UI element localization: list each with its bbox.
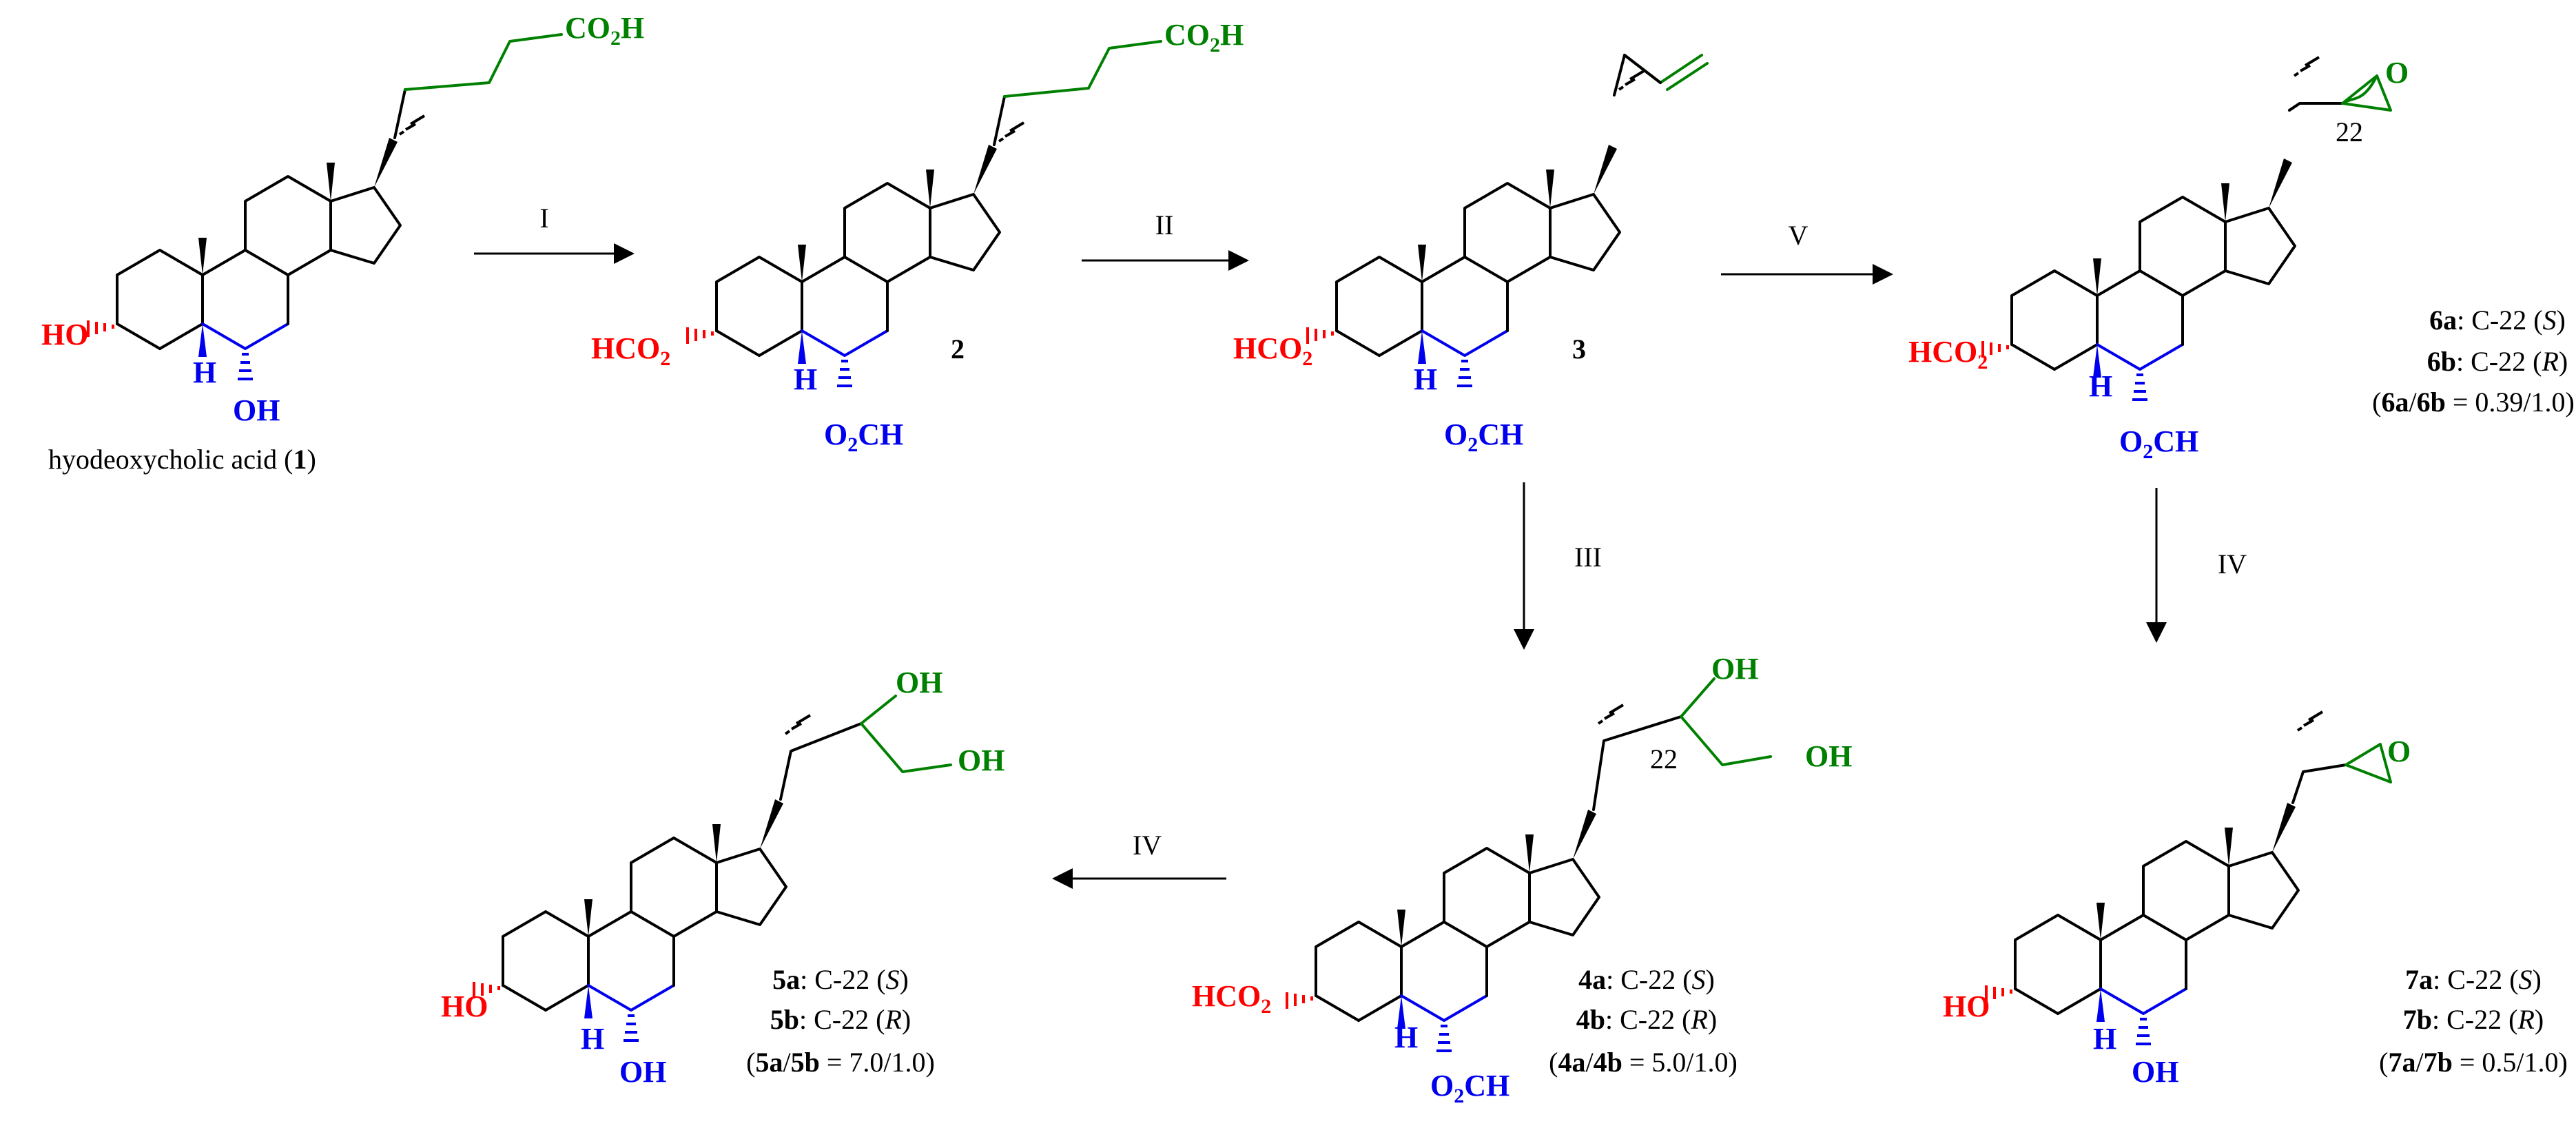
isomer-legend-7: 7a: C-22 (S) 7b: C-22 (R) (7a/7b = 0.5/1… [2379, 964, 2568, 1078]
epoxide-oxygen: O [2387, 735, 2411, 768]
c22-locant: 22 [2336, 116, 2363, 147]
c6-hydroxyl: OH [233, 393, 280, 427]
side-chain-1 [393, 33, 563, 139]
svg-text:III: III [1574, 542, 1602, 573]
molecule-6: 22 O HCO2 H O2CH 6a: C-22 (S) 6b: C-22 (… [1908, 56, 2575, 463]
svg-text:(4a/4b = 5.0/1.0): (4a/4b = 5.0/1.0) [1549, 1047, 1738, 1078]
molecule-5: OH OH HO H OH 5a: C-22 (S) 5b: C-22 (R) … [441, 666, 1004, 1089]
c6-formate: O2CH [1444, 418, 1523, 456]
svg-text:(6a/6b = 0.39/1.0): (6a/6b = 0.39/1.0) [2372, 387, 2575, 418]
molecule-4: 22 OH OH HCO2 H O2CH 4a: C-22 (S) 4b: C-… [1192, 652, 1852, 1107]
c22-locant: 22 [1650, 744, 1678, 775]
c22-hydroxyl: OH [1711, 652, 1758, 686]
svg-text:(7a/7b = 0.5/1.0): (7a/7b = 0.5/1.0) [2379, 1047, 2568, 1078]
compound-number-3: 3 [1572, 334, 1586, 365]
c6-formate: O2CH [1430, 1069, 1509, 1107]
c23-hydroxyl: OH [1805, 739, 1852, 773]
c5-hydrogen: H [794, 362, 817, 396]
arrow-step-3: III [1514, 482, 1602, 650]
arrow-step-4a: IV [2146, 488, 2247, 643]
arrow-step-4b: IV [1052, 830, 1226, 889]
c22-hydroxyl: OH [896, 666, 942, 699]
svg-text:7b: C-22 (R): 7b: C-22 (R) [2403, 1004, 2544, 1035]
svg-text:4a: C-22 (S): 4a: C-22 (S) [1578, 964, 1715, 995]
c5-hydrogen: H [2093, 1022, 2116, 1056]
epoxide-oxygen: O [2385, 56, 2409, 90]
c5-hydrogen: H [1394, 1021, 1418, 1054]
c5-hydrogen: H [193, 356, 216, 389]
svg-text:IV: IV [2218, 548, 2247, 580]
carboxylic-acid: CO2H [1164, 18, 1244, 57]
c6-formate: O2CH [824, 418, 903, 456]
svg-text:4b: C-22 (R): 4b: C-22 (R) [1576, 1004, 1717, 1035]
isomer-legend-6: 6a: C-22 (S) 6b: C-22 (R) (6a/6b = 0.39/… [2372, 305, 2575, 418]
svg-text:6b: C-22 (R): 6b: C-22 (R) [2427, 346, 2568, 377]
isomer-legend-5: 5a: C-22 (S) 5b: C-22 (R) (5a/5b = 7.0/1… [746, 964, 935, 1078]
isomer-legend-4: 4a: C-22 (S) 4b: C-22 (R) (4a/4b = 5.0/1… [1549, 964, 1738, 1078]
c5-hydrogen: H [1414, 362, 1437, 396]
molecule-3: HCO2 H O2CH 3 [1233, 54, 1709, 456]
c3-formate: HCO2 [1908, 335, 1988, 373]
carboxylic-acid: CO2H [565, 11, 644, 50]
svg-text:5a: C-22 (S): 5a: C-22 (S) [772, 964, 909, 995]
c3-hydroxyl: HO [1943, 989, 1990, 1023]
svg-text:IV: IV [1133, 830, 1162, 861]
arrow-step-1: I [474, 203, 635, 264]
c3-formate: HCO2 [591, 331, 670, 370]
c6-hydroxyl: OH [619, 1055, 666, 1089]
svg-text:(5a/5b = 7.0/1.0): (5a/5b = 7.0/1.0) [746, 1047, 935, 1078]
c6-hydroxyl: OH [2132, 1055, 2178, 1089]
compound-number-2: 2 [951, 334, 965, 365]
arrow-step-2: II [1082, 209, 1249, 271]
svg-text:V: V [1789, 220, 1809, 251]
compound-label-1: hyodeoxycholic acid (1) [48, 444, 316, 475]
c3-formate: HCO2 [1192, 979, 1271, 1018]
molecule-1: HO H OH CO2H hyodeoxycholic acid (1) [41, 11, 644, 475]
molecule-2: HCO2 H O2CH CO2H 2 [591, 18, 1244, 456]
svg-text:II: II [1155, 209, 1174, 240]
svg-text:6a: C-22 (S): 6a: C-22 (S) [2429, 305, 2566, 336]
c5-hydrogen: H [2089, 369, 2112, 403]
c5-hydrogen: H [581, 1022, 604, 1056]
svg-text:7a: C-22 (S): 7a: C-22 (S) [2405, 964, 2542, 995]
c3-formate: HCO2 [1233, 331, 1312, 370]
c6-formate: O2CH [2119, 424, 2198, 463]
svg-text:5b: C-22 (R): 5b: C-22 (R) [770, 1004, 911, 1035]
c3-hydroxyl: HO [441, 989, 488, 1023]
svg-text:I: I [539, 203, 548, 234]
molecule-7: O HO H OH 7a: C-22 (S) 7b: C-22 (R) (7a/… [1943, 710, 2568, 1089]
arrow-step-5: V [1721, 220, 1893, 285]
c23-hydroxyl: OH [958, 744, 1004, 777]
c3-hydroxyl: HO [41, 318, 88, 351]
